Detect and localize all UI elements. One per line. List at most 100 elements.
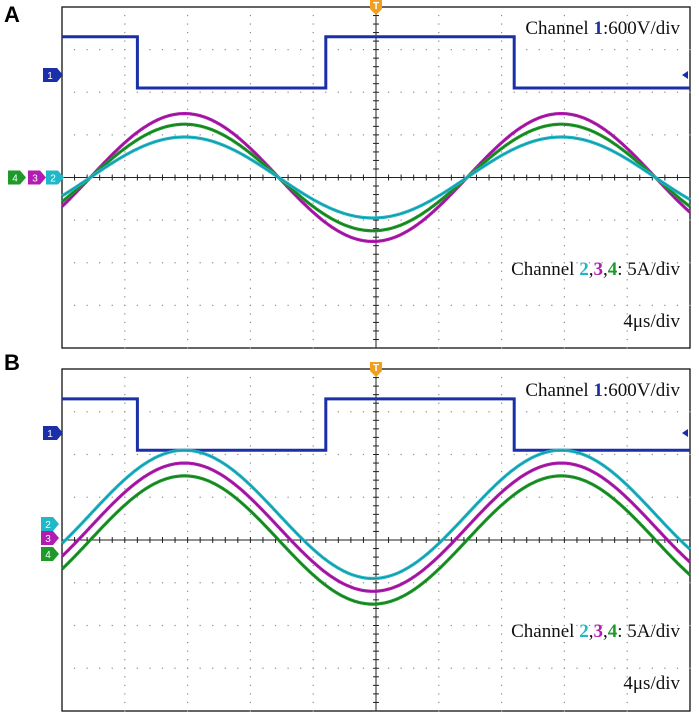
grid-dot <box>300 453 302 456</box>
grid-dot <box>337 262 339 264</box>
grid-dot <box>400 624 402 627</box>
grid-dot <box>337 49 339 51</box>
grid-dot <box>249 419 251 421</box>
grid-dot <box>563 676 565 678</box>
grid-dot <box>212 496 214 498</box>
grid-dot <box>551 134 553 136</box>
grid-dot <box>563 168 565 170</box>
grid-dot <box>588 624 591 627</box>
grid-dot <box>111 219 113 221</box>
grid-dot <box>249 236 251 238</box>
grid-dot <box>576 582 578 584</box>
grid-dot <box>312 436 314 438</box>
grid-dot <box>174 624 176 627</box>
grid-dot <box>249 428 251 430</box>
grid-dot <box>526 496 528 498</box>
grid-dot <box>438 411 440 413</box>
grid-dot <box>450 91 452 93</box>
grid-dot <box>438 710 440 712</box>
grid-dot <box>249 253 251 255</box>
grid-dot <box>563 142 565 144</box>
grid-dot <box>626 66 628 68</box>
grid-dot <box>588 582 591 584</box>
grid-dot <box>438 31 440 34</box>
text-part: Channel <box>525 380 593 401</box>
grid-dot <box>538 667 540 669</box>
grid-dot <box>588 667 591 669</box>
grid-dot <box>676 91 679 93</box>
grid-dot <box>136 496 138 498</box>
grid-dot <box>551 582 553 584</box>
grid-dot <box>614 49 616 51</box>
grid-dot <box>413 453 415 456</box>
grid-dot <box>501 659 503 661</box>
grid-dot <box>187 496 189 498</box>
grid-dot <box>312 419 314 421</box>
grid-dot <box>124 57 126 59</box>
text-part: : 5A/div <box>617 259 680 280</box>
grid-dot <box>501 376 503 379</box>
grid-dot <box>588 304 591 306</box>
grid-dot <box>563 83 565 85</box>
grid-dot <box>73 304 76 306</box>
grid-dot <box>350 411 352 413</box>
grid-dot <box>249 14 251 17</box>
grid-dot <box>312 245 314 247</box>
grid-dot <box>124 296 126 298</box>
grid-dot <box>124 565 126 567</box>
grid-dot <box>212 262 214 264</box>
grid-dot <box>475 262 478 264</box>
grid-dot <box>438 159 440 162</box>
grid-dot <box>563 633 565 635</box>
grid-dot <box>563 488 565 490</box>
grid-dot <box>136 624 138 627</box>
grid-dot <box>187 74 189 76</box>
grid-dot <box>249 385 251 387</box>
grid-dot <box>187 313 189 315</box>
grid-dot <box>501 321 503 324</box>
grid-dot <box>689 624 691 627</box>
grid-dot <box>124 428 126 430</box>
grid-dot <box>601 496 603 498</box>
grid-dot <box>249 547 251 550</box>
grid-dot <box>212 304 214 306</box>
grid-dot <box>249 565 251 567</box>
grid-dot <box>312 100 314 102</box>
grid-dot <box>639 49 641 51</box>
grid-dot <box>413 667 415 669</box>
grid-dot <box>249 436 251 438</box>
grid-dot <box>287 453 289 456</box>
text-part: , <box>589 621 594 642</box>
grid-dot <box>689 453 691 456</box>
grid-dot <box>425 91 427 93</box>
grid-dot <box>86 49 88 51</box>
grid-dot <box>626 385 628 387</box>
grid-dot <box>237 582 239 584</box>
grid-dot <box>124 347 126 349</box>
grid-dot <box>413 624 415 627</box>
grid-dot <box>274 667 277 669</box>
grid-dot <box>400 496 402 498</box>
grid-dot <box>249 202 251 204</box>
grid-dot <box>224 262 226 264</box>
grid-dot <box>237 49 239 51</box>
grid-dot <box>124 14 126 17</box>
grid-dot <box>124 202 126 204</box>
grid-dot <box>124 66 126 68</box>
grid-dot <box>199 134 201 136</box>
grid-dot <box>187 701 189 704</box>
grid-dot <box>676 219 679 221</box>
grid-dot <box>312 83 314 85</box>
grid-dot <box>488 262 490 264</box>
text-part: :600V/div <box>603 380 681 401</box>
grid-dot <box>626 650 628 652</box>
grid-dot <box>563 659 565 661</box>
grid-dot <box>463 304 465 306</box>
marker-label: 4 <box>12 174 18 185</box>
grid-dot <box>576 49 578 51</box>
grid-dot <box>274 624 277 627</box>
grid-dot <box>501 253 503 255</box>
grid-dot <box>639 582 641 584</box>
grid-dot <box>438 185 440 187</box>
grid-dot <box>438 330 440 332</box>
